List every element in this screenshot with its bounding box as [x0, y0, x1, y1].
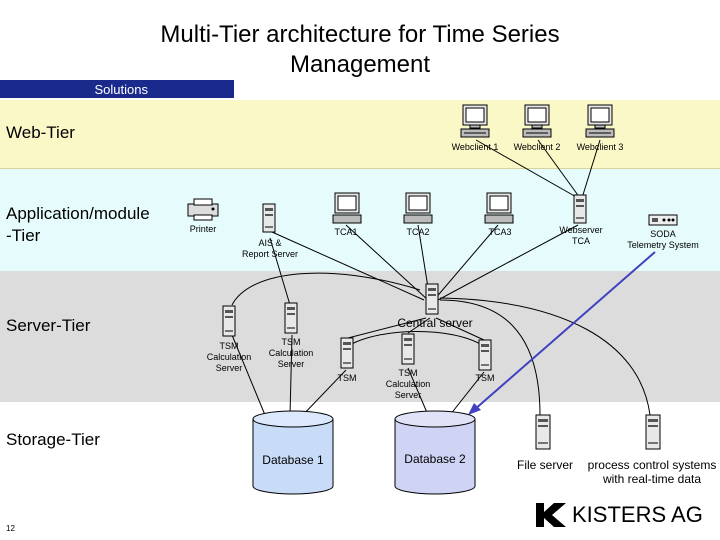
link-tca3-central: [433, 224, 499, 301]
link-central-tsm-b: [435, 317, 485, 341]
link-ais-central: [271, 231, 425, 301]
link-tsm-a-db1: [299, 369, 347, 419]
server-tier-label: Server-Tier: [6, 316, 91, 335]
webclient-2-label: Webclient 2: [513, 142, 561, 152]
company-name: KISTERS AG: [572, 502, 703, 527]
tsm-server-b-icon: [478, 339, 492, 371]
slide-title: Multi-Tier architecture for Time Series …: [100, 20, 620, 80]
soda-arrow-line: [473, 251, 656, 411]
file-server-icon: [535, 414, 551, 450]
storage-tier-label: Storage-Tier: [6, 430, 100, 449]
solutions-bar: Solutions: [0, 80, 234, 98]
webserver-icon: [573, 194, 587, 224]
ais-server-icon: [262, 203, 276, 233]
application-tier-label-line-1: Application/module: [6, 204, 150, 223]
process-control-label: process control systems with real-time d…: [584, 458, 720, 486]
kisters-logo-icon: [536, 503, 566, 527]
application-tier-label: Application/module -Tier: [6, 203, 150, 247]
web-tier-label: Web-Tier: [6, 123, 75, 142]
soda-arrow-head: [468, 403, 481, 415]
webclient-2-computer-icon: [522, 104, 552, 138]
tsm-calc-server-c-line-2: Calculation: [385, 379, 431, 389]
tca3-computer-icon: [484, 192, 514, 224]
tca1-label: TCA1: [334, 227, 358, 237]
tca2-computer-icon: [403, 192, 433, 224]
tsm-server-a-icon: [340, 337, 354, 369]
link-curve-tsm-a-tsm-b: [349, 331, 483, 346]
tsm-calc-server-b-line-3: Server: [277, 359, 305, 369]
central-server-label: Central server: [397, 316, 473, 330]
application-tier-label-line-2: -Tier: [6, 226, 41, 245]
link-webserver-central: [437, 224, 579, 301]
webclient-3-computer-icon: [585, 104, 615, 138]
database-2-label: Database 2: [404, 452, 466, 466]
tsm-calc-server-c-icon: [401, 333, 415, 365]
title-line-1: Multi-Tier architecture for Time Series: [160, 21, 560, 48]
page-number: 12: [6, 524, 15, 533]
database-1-cylinder-icon: [252, 410, 334, 495]
webclient-1-label: Webclient 1: [451, 142, 499, 152]
soda-label-line-2: Telemetry System: [627, 240, 699, 250]
tsm-calc-server-a-label: TSM Calculation Server: [200, 341, 258, 374]
link-tsm-calc-c-db2: [407, 367, 429, 416]
process-control-label-line-2: with real-time data: [602, 472, 702, 486]
central-server-icon: [425, 283, 439, 315]
tsm-calc-server-a-line-2: Calculation: [206, 352, 252, 362]
webclient-3-label: Webclient 3: [576, 142, 624, 152]
link-central-tsm-a: [347, 317, 427, 339]
tsm-calc-server-c-line-1: TSM: [398, 368, 418, 378]
link-webclient3-webserver: [581, 139, 601, 199]
link-curve-central-fileserver: [439, 299, 541, 416]
process-control-label-line-1: process control systems: [587, 458, 717, 472]
tsm-calc-server-c-label: TSM Calculation Server: [379, 368, 437, 401]
title-line-2: Management: [289, 51, 431, 78]
tsm-calc-server-b-icon: [284, 302, 298, 334]
link-tca1-central: [345, 224, 429, 301]
ais-server-label-line-1: AIS &: [258, 238, 282, 248]
soda-label-line-1: SODA: [650, 229, 676, 239]
tca2-label: TCA2: [406, 227, 430, 237]
soda-label: SODA Telemetry System: [620, 229, 706, 251]
tsm-server-a-label: TSM: [337, 373, 357, 383]
printer-label: Printer: [189, 224, 217, 234]
link-webclient1-webserver: [475, 139, 579, 199]
tsm-calc-server-b-line-2: Calculation: [268, 348, 314, 358]
link-tsmcalc-a-db1: [231, 334, 266, 416]
database-2-cylinder-icon: [394, 410, 476, 495]
tsm-calc-server-b-label: TSM Calculation Server: [262, 337, 320, 370]
link-curve-central-process: [439, 297, 651, 416]
tsm-calc-server-b-line-1: TSM: [281, 337, 301, 347]
database-1-label: Database 1: [262, 453, 324, 467]
ais-server-label-line-2: Report Server: [241, 249, 299, 259]
tca1-computer-icon: [332, 192, 362, 224]
printer-icon: [187, 198, 219, 221]
link-webclient2-webserver: [537, 139, 581, 199]
link-curve-calc-a-central: [231, 272, 421, 306]
server-tier-band: [0, 271, 720, 402]
webserver-label: Webserver TCA: [548, 225, 614, 247]
process-control-server-icon: [645, 414, 661, 450]
ais-server-label: AIS & Report Server: [236, 238, 304, 260]
tsm-calc-server-a-line-1: TSM: [219, 341, 239, 351]
link-ais-tsmcalc: [269, 237, 291, 306]
tca3-label: TCA3: [488, 227, 512, 237]
tsm-calc-server-a-icon: [222, 305, 236, 337]
file-server-label: File server: [516, 458, 573, 472]
link-tsmcalc-b-db1: [289, 334, 293, 416]
tsm-server-b-label: TSM: [475, 373, 495, 383]
soda-device-icon: [648, 214, 678, 226]
webserver-label-line-2: TCA: [572, 236, 590, 246]
webclient-1-computer-icon: [460, 104, 490, 138]
tsm-calc-server-a-line-3: Server: [215, 363, 243, 373]
webserver-label-line-1: Webserver: [559, 225, 603, 235]
link-tsm-b-db2: [449, 371, 485, 416]
link-central-tsm-calc-c: [407, 317, 431, 334]
tsm-calc-server-c-line-3: Server: [394, 390, 422, 400]
